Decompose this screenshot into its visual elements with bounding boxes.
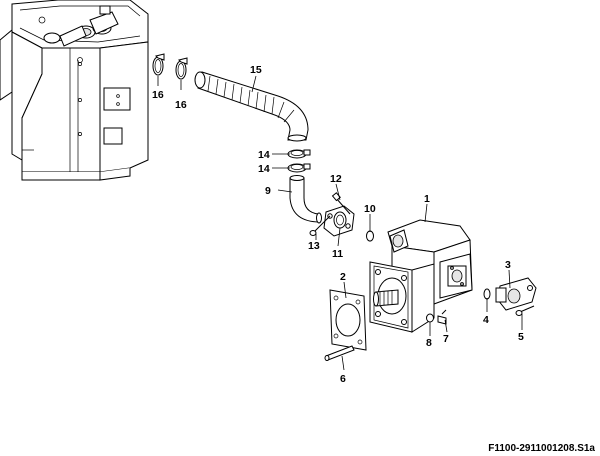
callout-5: 5	[518, 331, 524, 343]
flange-bolt-upper	[331, 192, 351, 215]
flange-screw	[515, 305, 535, 316]
hose-clamp-left	[152, 53, 165, 76]
callout-4: 4	[483, 314, 489, 326]
callout-2: 2	[340, 271, 346, 283]
callout-7: 7	[443, 333, 449, 345]
hose-clamp-right	[175, 57, 188, 80]
port-seal	[483, 288, 491, 300]
flange-gasket	[329, 289, 367, 351]
outlet-flange	[495, 277, 537, 311]
elbow-fitting	[289, 175, 322, 224]
hydraulic-tank	[0, 0, 149, 181]
callout-14-lower: 14	[258, 163, 270, 175]
stud-pin	[324, 345, 355, 361]
callout-1: 1	[424, 193, 430, 205]
suction-hose	[194, 71, 309, 142]
clamp-lower	[287, 163, 311, 173]
flange-bolt-lower	[309, 215, 331, 236]
washer	[426, 313, 434, 323]
clamp-upper	[287, 149, 311, 159]
leader-lines	[157, 75, 523, 371]
callout-13: 13	[308, 240, 320, 252]
mounting-bolt	[437, 309, 447, 325]
callout-15: 15	[250, 64, 262, 76]
split-flange	[323, 205, 355, 237]
callout-11: 11	[332, 248, 343, 260]
callout-16-right: 16	[175, 99, 187, 111]
o-ring	[366, 230, 374, 242]
hydraulic-pump	[369, 219, 473, 333]
callout-10: 10	[364, 203, 376, 215]
figure-reference: F1100-2911001208.S1a	[488, 443, 595, 454]
callout-6: 6	[340, 373, 346, 385]
callout-3: 3	[505, 259, 511, 271]
callout-8: 8	[426, 337, 432, 349]
callout-14-upper: 14	[258, 149, 270, 161]
callout-9: 9	[265, 185, 271, 197]
callout-16-left: 16	[152, 89, 164, 101]
callout-12: 12	[330, 173, 342, 185]
